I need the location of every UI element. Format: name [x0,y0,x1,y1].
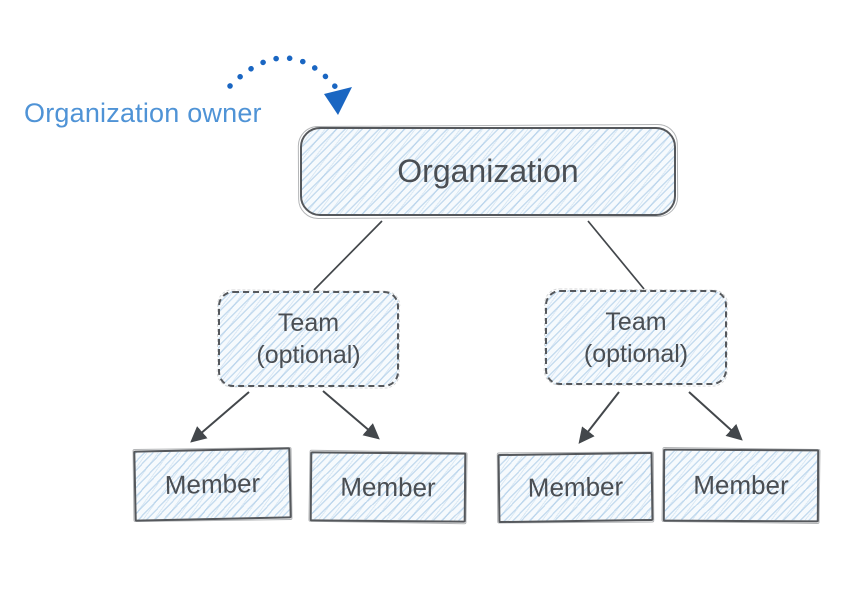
member-node-4-label: Member [693,469,789,501]
organization-owner-label: Organization owner [24,98,262,128]
edge-team-right-to-member-4 [688,391,743,441]
owner-dotted-arrow [227,55,341,93]
member-node-4: Member [662,448,820,523]
edge-team-left-to-member-2 [322,390,380,440]
member-node-1: Member [133,447,292,522]
owner-arrowhead-icon [324,87,352,115]
team-right-node: Team (optional) [545,290,727,385]
edge-org-to-team-left [313,220,383,291]
edge-team-right-to-member-3 [578,391,620,444]
team-right-line2: (optional) [583,339,689,368]
organization-node: Organization [300,127,676,216]
member-node-1-label: Member [164,468,261,500]
team-left-line1: Team [277,309,340,337]
team-left-node-label: Team (optional) [256,307,360,371]
member-node-2: Member [309,451,467,523]
edge-team-left-to-member-1 [190,391,250,443]
team-right-line1: Team [605,307,667,336]
team-left-node: Team (optional) [218,291,399,387]
member-node-3-label: Member [527,471,624,503]
team-left-line2: (optional) [256,341,361,369]
member-node-3: Member [497,451,654,524]
member-node-2-label: Member [340,471,436,502]
team-right-node-label: Team (optional) [584,306,688,370]
organization-node-label: Organization [397,153,579,189]
edge-org-to-team-right [587,220,645,290]
